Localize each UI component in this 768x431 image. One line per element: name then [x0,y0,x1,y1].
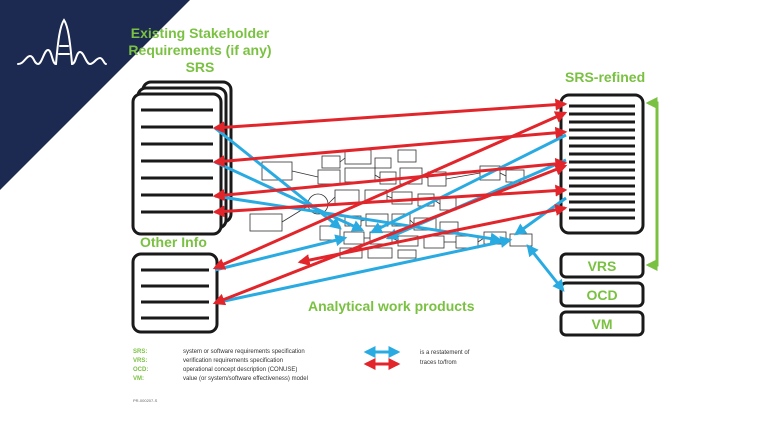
legend-desc: verification requirements specification [183,358,284,364]
other-info-document [131,252,219,334]
red-arrows [212,98,568,306]
analytical-work-products-cluster [249,149,533,259]
document-id: PR-000207-S [133,398,158,403]
existing-title-line1: Existing Stakeholder [130,25,270,41]
srs-refined-title: SRS-refined [565,69,646,85]
legend-desc: value (or system/software effectiveness)… [183,376,308,382]
vrs-label: VRS [587,258,617,274]
corner-banner [0,0,190,190]
existing-srs-title: Existing Stakeholder Requirements (if an… [120,25,280,76]
logo-icon [17,18,107,66]
vm-label: VM [591,316,613,332]
green-bracket-arrow [645,97,659,271]
existing-srs-documents [131,80,233,236]
srs-refined-document [559,93,645,235]
legend-blue-label: is a restatement of [420,350,470,356]
analytical-title: Analytical work products [308,298,475,314]
legend-row: SRS: system or software requirements spe… [133,348,308,357]
legend-desc: system or software requirements specific… [183,349,305,355]
existing-title-line3: SRS [185,59,215,75]
legend-abbr: SRS: [133,349,148,355]
vm-box [559,310,645,337]
legend-red-label: traces to/from [420,360,457,366]
arrow-legend: is a restatement of traces to/from [420,348,469,368]
ocd-label: OCD [586,287,618,303]
legend-desc: operational concept description (CONUSE) [183,367,298,373]
existing-title-line2: Requirements (if any) [128,42,272,58]
abbreviation-legend: SRS: system or software requirements spe… [133,348,308,384]
legend-abbr: VM: [133,376,144,382]
legend-row: OCD: operational concept description (CO… [133,366,308,375]
legend-abbr: VRS: [133,358,148,364]
other-info-title: Other Info [140,234,207,250]
existing-srs-lines [141,108,213,214]
legend-row: VRS: verification requirements specifica… [133,357,308,366]
legend-abbr: OCD: [133,367,149,373]
legend-row: VM: value (or system/software effectiven… [133,375,308,384]
